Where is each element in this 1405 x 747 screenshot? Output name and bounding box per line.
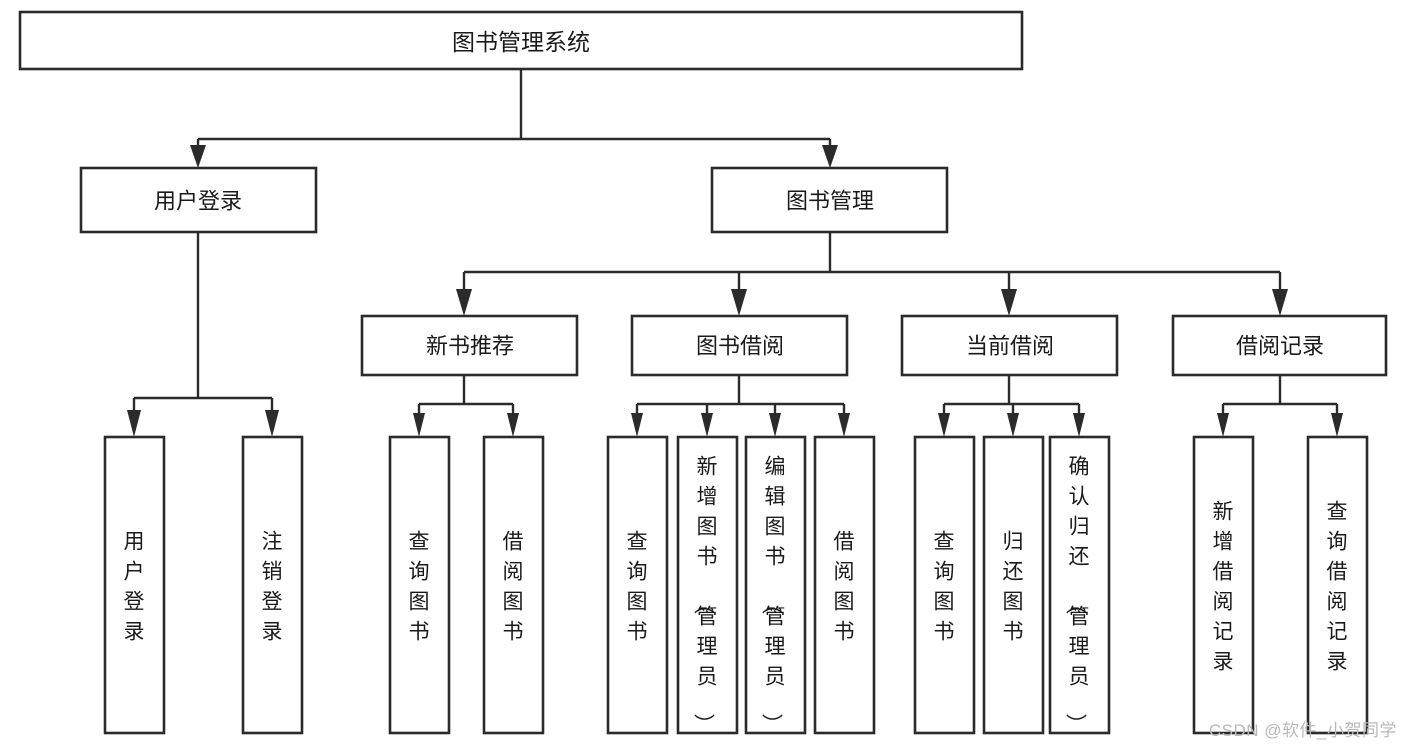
node-box (813, 435, 876, 735)
node-leaf-query-record-label: 查询借阅记录 (1327, 500, 1348, 673)
node-leaf-edit-book[interactable]: 编辑图书（管理员） (744, 435, 807, 735)
node-box (744, 435, 807, 735)
node-box (482, 435, 545, 735)
arrow-head-icon (1331, 413, 1343, 437)
arrow-head-icon (631, 413, 643, 437)
arrow-head-icon (1073, 413, 1085, 437)
arrow-head-icon (1217, 413, 1229, 437)
arrow-head-icon (731, 289, 747, 316)
arrow-head-icon (1001, 289, 1017, 316)
node-leaf-confirm-return-label: 确认归还（管理员） (1064, 455, 1090, 734)
node-box (900, 314, 1119, 377)
node-root-label: 图书管理系统 (452, 29, 590, 55)
node-leaf-return-book-label: 归还图书 (1003, 530, 1024, 643)
connectors-borrowrecord-to-leaves (1217, 375, 1343, 437)
node-box (710, 166, 949, 234)
arrow-head-icon (507, 413, 519, 437)
node-new-book-rec-label: 新书推荐 (426, 334, 514, 359)
node-box (388, 435, 451, 735)
node-leaf-query-book-3[interactable]: 查询图书 (913, 435, 976, 735)
csdn-watermark: CSDN @软件_小贺同学 (1208, 721, 1397, 740)
node-leaf-query-book-2-label: 查询图书 (627, 530, 648, 643)
node-leaf-add-record-label: 新增借阅记录 (1213, 500, 1234, 673)
node-box (1048, 435, 1111, 735)
node-box (360, 314, 579, 377)
node-current-borrow-label: 当前借阅 (966, 334, 1054, 359)
node-box (79, 166, 318, 234)
node-box (18, 10, 1024, 71)
node-leaf-confirm-return[interactable]: 确认归还（管理员） (1048, 435, 1111, 735)
node-root[interactable]: 图书管理系统 (18, 10, 1024, 71)
node-leaf-return-book[interactable]: 归还图书 (982, 435, 1045, 735)
connectors-root-to-level2 (190, 69, 838, 168)
arrow-head-icon (769, 413, 781, 437)
arrow-head-icon (822, 145, 838, 168)
node-box (103, 435, 166, 735)
arrow-head-icon (127, 410, 141, 437)
node-borrow-record[interactable]: 借阅记录 (1171, 314, 1388, 377)
arrow-head-icon (456, 289, 472, 316)
node-leaf-add-book-label: 新增图书（管理员） (692, 455, 718, 734)
node-leaf-user-logout[interactable]: 注销登录 (241, 435, 304, 735)
node-borrow-record-label: 借阅记录 (1236, 334, 1324, 359)
node-user-login-label: 用户登录 (154, 189, 242, 214)
connectors-bookmanage-to-level3 (456, 232, 1288, 316)
node-leaf-user-login[interactable]: 用户登录 (103, 435, 166, 735)
node-leaf-query-book-1[interactable]: 查询图书 (388, 435, 451, 735)
node-box (241, 435, 304, 735)
node-leaf-borrow-book-2-label: 借阅图书 (834, 530, 855, 643)
connectors-currentborrow-to-leaves (938, 375, 1085, 437)
arrow-head-icon (701, 413, 713, 437)
node-leaf-borrow-book-2[interactable]: 借阅图书 (813, 435, 876, 735)
node-leaf-query-record[interactable]: 查询借阅记录 (1306, 435, 1369, 735)
node-box (1171, 314, 1388, 377)
node-leaf-add-record[interactable]: 新增借阅记录 (1192, 435, 1255, 735)
node-leaf-query-book-2[interactable]: 查询图书 (606, 435, 669, 735)
node-leaf-user-login-label: 用户登录 (124, 530, 145, 643)
node-box (630, 314, 849, 377)
node-box (606, 435, 669, 735)
node-leaf-add-book[interactable]: 新增图书（管理员） (676, 435, 739, 735)
connectors-userlogin-to-leaves (127, 232, 279, 437)
node-box (1306, 435, 1369, 735)
arrow-head-icon (838, 413, 850, 437)
node-leaf-edit-book-label: 编辑图书（管理员） (760, 455, 786, 734)
node-leaf-query-book-3-label: 查询图书 (934, 530, 955, 643)
node-book-borrow-label: 图书借阅 (696, 334, 784, 359)
node-book-borrow[interactable]: 图书借阅 (630, 314, 849, 377)
arrow-head-icon (1007, 413, 1019, 437)
arrow-head-icon (938, 413, 950, 437)
node-new-book-rec[interactable]: 新书推荐 (360, 314, 579, 377)
arrow-head-icon (265, 410, 279, 437)
node-book-manage[interactable]: 图书管理 (710, 166, 949, 234)
node-box (913, 435, 976, 735)
arrow-head-icon (413, 413, 425, 437)
node-leaf-borrow-book-1-label: 借阅图书 (503, 530, 524, 643)
node-box (1192, 435, 1255, 735)
node-book-manage-label: 图书管理 (786, 189, 874, 214)
node-leaf-user-logout-label: 注销登录 (262, 530, 283, 643)
node-leaf-borrow-book-1[interactable]: 借阅图书 (482, 435, 545, 735)
node-leaf-query-book-1-label: 查询图书 (409, 530, 430, 643)
node-current-borrow[interactable]: 当前借阅 (900, 314, 1119, 377)
arrow-head-icon (1272, 289, 1288, 316)
connectors-newbookrec-to-leaves (413, 375, 519, 437)
arrow-head-icon (190, 145, 206, 168)
node-box (982, 435, 1045, 735)
node-user-login[interactable]: 用户登录 (79, 166, 318, 234)
node-box (676, 435, 739, 735)
connectors-bookborrow-to-leaves (631, 375, 850, 437)
